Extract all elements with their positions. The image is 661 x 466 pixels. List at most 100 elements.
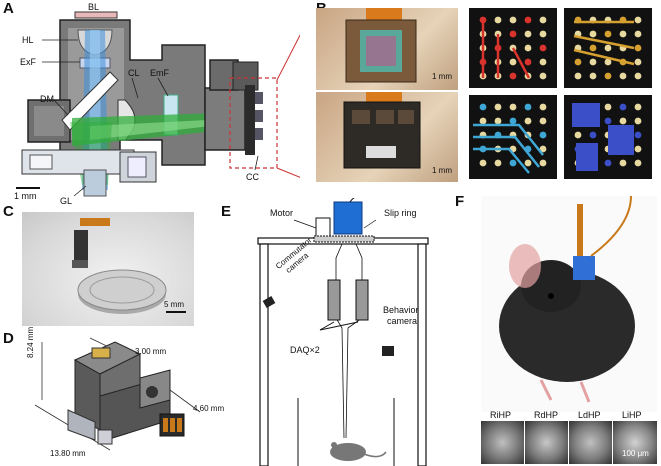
pcb-pad xyxy=(604,103,612,111)
pcb-pad xyxy=(604,72,612,80)
pcb-pad xyxy=(634,117,642,125)
panel-label-e: E xyxy=(221,203,232,220)
label-behavior-camera: camera xyxy=(387,316,418,326)
sensor-photo-top xyxy=(316,8,458,90)
panel-c-scale-bar xyxy=(166,311,186,313)
panel-c-scale-label: 5 mm xyxy=(164,300,184,309)
label-motor: Motor xyxy=(270,208,294,218)
panel-b-scale-bottom: 1 mm xyxy=(432,166,452,175)
fov-image-ldhp xyxy=(569,421,612,464)
pcb-layer-orange xyxy=(564,8,652,88)
sensor-photo-bottom xyxy=(316,92,458,182)
pcb-pad xyxy=(634,131,642,139)
pcb-pad xyxy=(494,159,502,167)
pcb-trace xyxy=(481,20,531,79)
pcb-pad xyxy=(509,16,517,24)
label-exf: ExF xyxy=(20,57,37,67)
pcb-trace xyxy=(473,123,544,174)
pcb-pad xyxy=(634,145,642,153)
pcb-pad xyxy=(479,103,487,111)
pcb-pad xyxy=(479,117,487,125)
coin-photo xyxy=(22,212,194,326)
region-label-3: LiHP xyxy=(622,410,642,420)
pcb-plane xyxy=(572,103,600,127)
pcb-pad xyxy=(509,72,517,80)
dim-length: 13.80 mm xyxy=(50,449,86,458)
pcb-pad xyxy=(589,72,597,80)
pcb-pad xyxy=(539,58,547,66)
pcb-pad xyxy=(574,131,582,139)
label-cl: CL xyxy=(128,68,140,78)
pcb-plane xyxy=(608,125,634,155)
pcb-pad xyxy=(604,30,612,38)
pcb-pad xyxy=(539,30,547,38)
pcb-pad xyxy=(509,159,517,167)
pcb-pad xyxy=(524,103,532,111)
panel-a-scale-label: 1 mm xyxy=(14,191,37,201)
pcb-pad xyxy=(619,159,627,167)
label-emf: EmF xyxy=(150,68,169,78)
label-dm: DM xyxy=(40,94,54,104)
pcb-pad xyxy=(539,145,547,153)
region-label-2: LdHP xyxy=(578,410,601,420)
label-hl: HL xyxy=(22,35,34,45)
pcb-pad xyxy=(634,16,642,24)
pcb-pad xyxy=(604,44,612,52)
panel-b-scale-top: 1 mm xyxy=(432,72,452,81)
pcb-pad xyxy=(634,58,642,66)
pcb-pad xyxy=(574,72,582,80)
label-gl: GL xyxy=(60,196,73,206)
pcb-pad xyxy=(634,44,642,52)
pcb-pad xyxy=(634,30,642,38)
pcb-pad xyxy=(509,58,517,66)
pcb-pad xyxy=(524,117,532,125)
pcb-pad xyxy=(574,58,582,66)
pcb-pad xyxy=(494,117,502,125)
pcb-pad xyxy=(524,30,532,38)
pcb-pad xyxy=(604,58,612,66)
pcb-pad xyxy=(539,44,547,52)
pcb-layer-cyan xyxy=(469,95,557,179)
pcb-pad xyxy=(539,159,547,167)
pcb-pad xyxy=(604,117,612,125)
pcb-trace xyxy=(573,20,635,66)
pcb-pad xyxy=(604,159,612,167)
region-label-1: RdHP xyxy=(534,410,559,420)
pcb-pad xyxy=(524,44,532,52)
pcb-pad xyxy=(634,159,642,167)
mouse-photo xyxy=(481,196,657,412)
label-behavior: Behavior xyxy=(383,305,419,315)
label-cc: CC xyxy=(246,172,259,182)
fov-image-lihp xyxy=(613,421,657,464)
pcb-pad xyxy=(619,72,627,80)
pcb-layer-blue xyxy=(564,95,652,179)
pcb-pad xyxy=(589,30,597,38)
panel-e-rig xyxy=(230,198,455,466)
panel-a-schematic xyxy=(0,0,300,205)
label-bl: BL xyxy=(88,2,100,12)
pcb-pad xyxy=(494,103,502,111)
pcb-pad xyxy=(589,58,597,66)
pcb-pad xyxy=(524,16,532,24)
pcb-layer-red xyxy=(469,8,557,88)
pcb-pad xyxy=(524,58,532,66)
panel-label-d: D xyxy=(3,330,14,347)
panel-label-c: C xyxy=(3,203,14,220)
pcb-pad xyxy=(509,103,517,111)
region-label-0: RiHP xyxy=(490,410,512,420)
pcb-pad xyxy=(539,117,547,125)
pcb-pad xyxy=(634,72,642,80)
label-slip-ring: Slip ring xyxy=(384,208,417,218)
pcb-pad xyxy=(619,30,627,38)
pcb-plane xyxy=(576,143,598,171)
pcb-pad xyxy=(509,30,517,38)
label-daq: DAQ×2 xyxy=(290,345,320,355)
pcb-pad xyxy=(589,131,597,139)
pcb-pad xyxy=(479,159,487,167)
pcb-pad xyxy=(509,117,517,125)
panel-d-model xyxy=(0,330,230,466)
pcb-pad xyxy=(539,103,547,111)
pcb-pad xyxy=(539,72,547,80)
fov-image-rihp xyxy=(481,421,524,464)
pcb-pad xyxy=(634,103,642,111)
